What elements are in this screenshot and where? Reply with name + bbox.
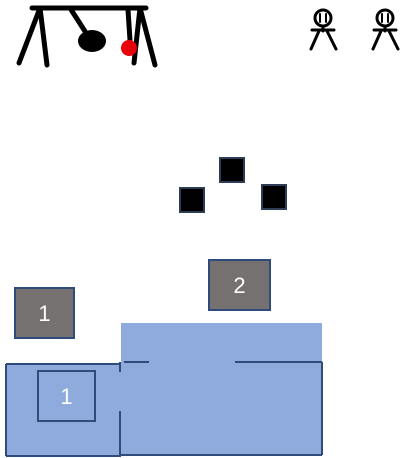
pendulum-weight bbox=[78, 30, 106, 52]
gray-block-2: 2 bbox=[209, 260, 270, 310]
blue-platform-top bbox=[121, 323, 322, 365]
swing-frame bbox=[19, 8, 155, 65]
pendulum-ball bbox=[121, 40, 137, 56]
stick-figure-icon bbox=[311, 10, 336, 49]
gray-block-1: 1 bbox=[15, 288, 74, 338]
blue-platform-right bbox=[119, 362, 322, 455]
stick-figure-icon bbox=[373, 10, 398, 49]
blue-structure: 1 bbox=[6, 323, 322, 456]
block-label: 1 bbox=[38, 301, 50, 326]
blue-inner-block: 1 bbox=[38, 371, 95, 421]
block-label: 1 bbox=[60, 384, 72, 409]
black-tile bbox=[180, 188, 204, 212]
block-label: 2 bbox=[233, 273, 245, 298]
black-tile bbox=[262, 185, 286, 209]
black-tile bbox=[220, 158, 244, 182]
